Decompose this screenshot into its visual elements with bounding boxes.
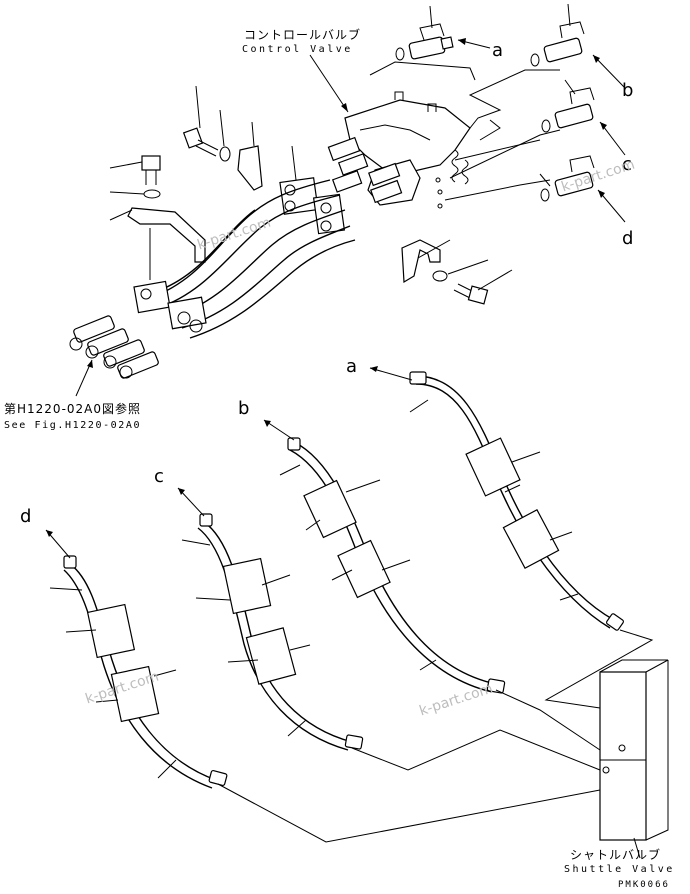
hose-a xyxy=(369,366,624,631)
bracket-right xyxy=(401,239,451,284)
shuttle-valve-label-jp: シャトルバルブ xyxy=(570,848,662,862)
callout-hose-b: b xyxy=(238,398,250,419)
washer xyxy=(143,189,161,199)
callout-hose-c: c xyxy=(154,466,164,487)
callout-hose-a: a xyxy=(346,356,358,377)
hose-d xyxy=(45,529,228,789)
see-fig-label-en: See Fig.H1220-02A0 xyxy=(4,420,142,431)
shuttle-valve xyxy=(599,659,669,859)
callout-top-a: a xyxy=(492,40,504,61)
fitting-b xyxy=(530,3,585,67)
hose-clamp-lower xyxy=(133,280,207,333)
callout-top-b: b xyxy=(622,80,634,101)
hose-c xyxy=(177,487,364,751)
control-valve-label-jp: コントロールバルブ xyxy=(244,28,362,42)
hose-clamp-block-right xyxy=(312,193,346,235)
bolt-upper xyxy=(182,85,219,157)
bolt-left-top xyxy=(109,155,161,185)
clamp-upper xyxy=(237,121,263,191)
see-fig-label-jp: 第H1220-02A0図参照 xyxy=(4,402,142,416)
hose-b xyxy=(263,419,506,694)
fitting-d xyxy=(539,155,595,202)
page-code: PMK0066 xyxy=(618,880,670,890)
callout-hose-d: d xyxy=(20,506,32,527)
control-valve-label-en: Control Valve xyxy=(242,44,353,55)
washer-upper xyxy=(219,146,231,162)
callout-top-c: c xyxy=(622,154,632,175)
control-valve xyxy=(327,91,471,209)
bolt-right xyxy=(453,269,513,305)
bracket-left xyxy=(109,207,206,280)
hose-clamp-block-upper xyxy=(279,145,319,215)
hose-end-connectors xyxy=(69,315,159,379)
fitting-c xyxy=(541,79,595,133)
hose-bundle-left xyxy=(149,179,356,339)
fitting-a xyxy=(395,5,454,61)
callout-top-d: d xyxy=(622,228,634,249)
shuttle-valve-label-en: Shuttle Valve xyxy=(564,864,675,875)
washer-right xyxy=(432,270,448,282)
